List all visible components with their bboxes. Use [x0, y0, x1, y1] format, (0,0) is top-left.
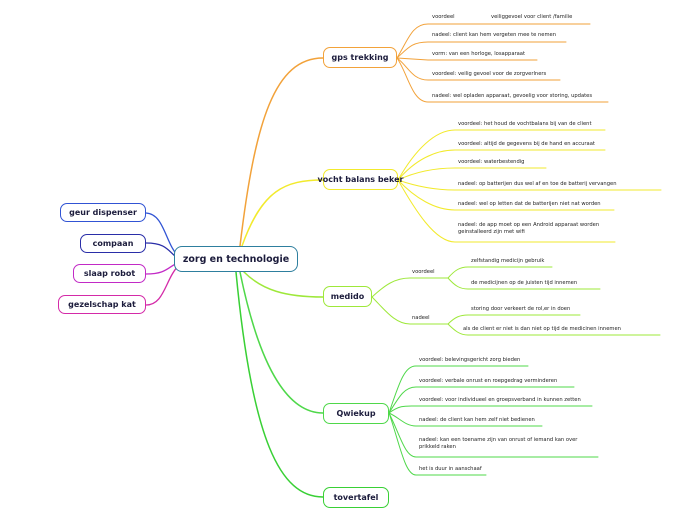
topic-compaan[interactable]: compaan [80, 234, 146, 253]
leaf-gps-voordeel[interactable]: voordeel [432, 14, 455, 20]
topic-medido[interactable]: medido [323, 286, 372, 307]
leaf-vocht-2[interactable]: voordeel: altijd de gegevens bij de hand… [458, 141, 595, 147]
topic-label: tovertafel [333, 493, 379, 502]
leaf-vocht-3[interactable]: voordeel: waterbestendig [458, 159, 525, 165]
connector-vocht-balans-beker [241, 179, 324, 247]
leaf-qwiek-5[interactable]: nadeel: kan een toename zijn van onrust … [419, 437, 578, 450]
topic-label: geur dispenser [69, 208, 137, 217]
topic-vocht-balans-beker[interactable]: vocht balans beker [318, 169, 403, 190]
leaf-gps-vorm[interactable]: vorm: van een horloge, losapparaat [432, 51, 526, 57]
connector-gps-trekking [239, 57, 324, 247]
topic-label: vocht balans beker [317, 175, 404, 184]
topic-label: Qwiekup [336, 409, 376, 418]
topic-label: slaap robot [83, 269, 136, 278]
root-label: zorg en technologie [182, 253, 290, 265]
leaf-qwiek-1[interactable]: voordeel: belevingsgericht zorg bieden [419, 357, 521, 363]
topic-label: gezelschap kat [68, 300, 136, 309]
leaf-vocht-6[interactable]: nadeel: de app moet op een Android appar… [458, 222, 600, 235]
medido-leaf-connectors [371, 266, 661, 336]
topic-label: gps trekking [331, 53, 389, 62]
topic-gezelschap-kat[interactable]: gezelschap kat [58, 295, 146, 314]
qwiekup-leaf-connectors [388, 365, 599, 476]
medido-voordeel-label[interactable]: voordeel [412, 269, 435, 275]
leaf-medido-voordeel-2[interactable]: de medicijnen op de juisten tijd innemen [471, 280, 578, 286]
leaf-medido-nadeel-1[interactable]: storing door verkeert de rol,er in doen [471, 306, 571, 312]
leaf-qwiek-3[interactable]: voordeel: voor individueel en groepsverb… [419, 397, 581, 403]
leaf-qwiek-2[interactable]: voordeel: verbale onrust en roepgedrag v… [419, 378, 558, 384]
leaf-medido-voordeel-1[interactable]: zelfstandig medicijn gebruik [471, 258, 545, 264]
leaf-gps-voordeel-zorgverleners[interactable]: voordeel: veilig gevoel voor de zorgverl… [432, 71, 547, 77]
leaf-vocht-5[interactable]: nadeel: wel op letten dat de batterijen … [458, 201, 601, 207]
medido-nadeel-label[interactable]: nadeel [412, 315, 430, 321]
connector-tovertafel [235, 271, 324, 498]
topic-geur-dispenser[interactable]: geur dispenser [60, 203, 146, 222]
topic-tovertafel[interactable]: tovertafel [323, 487, 389, 508]
leaf-gps-voordeel-detail[interactable]: veiliggevoel voor client /familie [491, 14, 573, 20]
topic-gps-trekking[interactable]: gps trekking [323, 47, 397, 68]
connector-qwiekup [239, 271, 324, 414]
leaf-vocht-1[interactable]: voordeel: het houd de vochtbalans bij va… [458, 121, 592, 127]
leaf-qwiek-4[interactable]: nadeel: de client kan hem zelf niet bedi… [419, 417, 535, 423]
leaf-gps-nadeel-opladen[interactable]: nadeel: wel opladen apparaat, gevoelig v… [432, 93, 593, 99]
gps-leaf-connectors [396, 23, 609, 103]
topic-slaap-robot[interactable]: slaap robot [73, 264, 146, 283]
connector-gezelschap-kat [145, 263, 181, 306]
topic-label: compaan [92, 239, 134, 248]
leaf-vocht-4[interactable]: nadeel: op batterijen dus wel af en toe … [458, 181, 617, 187]
topic-label: medido [330, 292, 365, 301]
root-node[interactable]: zorg en technologie [174, 246, 298, 272]
leaf-medido-nadeel-2[interactable]: als de client er niet is dan niet op tij… [463, 326, 621, 332]
vocht-leaf-connectors [397, 129, 662, 243]
topic-qwiekup[interactable]: Qwiekup [323, 403, 389, 424]
leaf-gps-nadeel-vergeten[interactable]: nadeel: client kan hem vergeten mee te n… [432, 32, 557, 38]
leaf-qwiek-6[interactable]: het is duur in aanschaaf [419, 466, 482, 472]
connector-medido [243, 271, 324, 298]
